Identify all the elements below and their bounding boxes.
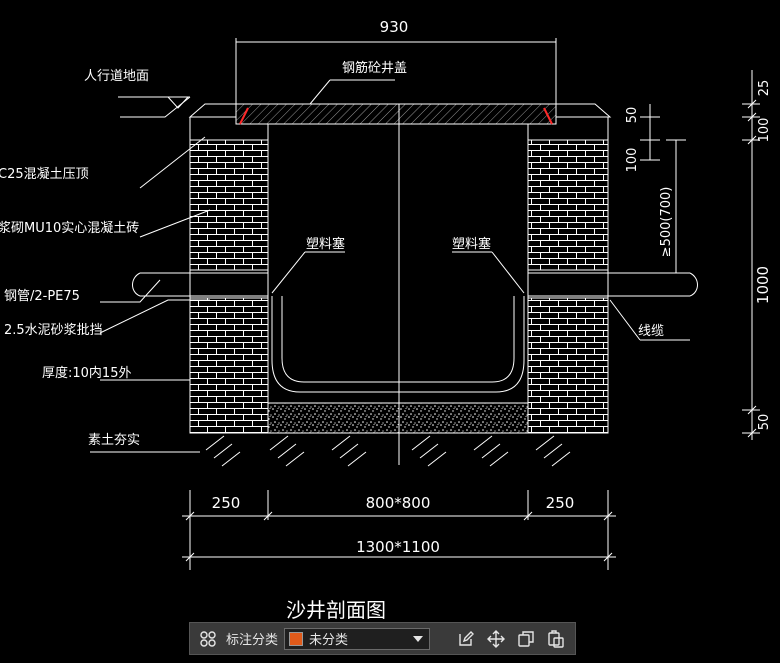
dim-top (235, 38, 557, 104)
left-pipe-end (132, 272, 141, 297)
right-wall-upper (527, 139, 609, 271)
drawing-title: 沙井剖面图 (286, 598, 386, 622)
dim-right (742, 70, 760, 440)
right-pipe (528, 272, 690, 297)
left-wall-lower (189, 297, 269, 434)
dim-inner-size: 800*800 (366, 494, 431, 512)
left-wall-upper (189, 139, 269, 271)
pipe-label: 钢管/2-PE75 (4, 289, 80, 304)
mortar-label: 2.5水泥砂浆批挡 (4, 323, 103, 338)
category-swatch (289, 631, 304, 646)
plastic-plug-left-label: 塑料塞 (306, 236, 345, 252)
compacted-label: 素土夯实 (88, 433, 140, 448)
dim-r-100: 100 (757, 118, 772, 143)
cover-label: 钢筋砼井盖 (342, 60, 407, 76)
dim-in-100: 100 (625, 148, 640, 173)
dim-r-50: 50 (757, 414, 772, 431)
dim-in-50: 50 (625, 107, 640, 124)
category-label: 标注分类 (226, 632, 279, 647)
paste-icon[interactable] (544, 627, 568, 651)
gravel-base (267, 402, 529, 434)
edit-icon[interactable] (454, 627, 478, 651)
wall-edges (189, 117, 609, 433)
grid-icon[interactable] (196, 627, 220, 651)
dim-depth: ≥500(700) (659, 187, 674, 258)
category-value: 未分类 (309, 632, 349, 647)
dim-right-wall: 250 (546, 494, 575, 512)
dim-left-wall: 250 (212, 494, 241, 512)
soil-marks (205, 435, 571, 467)
dim-inner (640, 104, 660, 161)
cover-slab (235, 103, 557, 125)
category-select[interactable]: 未分类 (284, 627, 431, 650)
sidewalk-label: 人行道地面 (84, 69, 149, 84)
dim-r-1000: 1000 (754, 266, 772, 304)
dim-depth (666, 139, 686, 274)
inner-pipe-outer (271, 296, 525, 393)
dim-total: 1300*1100 (356, 538, 440, 556)
brick-label: 浆砌MU10实心混凝土砖 (0, 220, 139, 236)
plastic-plug-right-label: 塑料塞 (452, 236, 491, 252)
copy-icon[interactable] (514, 627, 538, 651)
dim-r-25: 25 (757, 80, 772, 97)
right-wall-lower (527, 297, 609, 434)
cable-label: 线缆 (638, 323, 664, 339)
thickness-label: 厚度:10内15外 (42, 365, 131, 381)
dim-bottom-ext (189, 490, 609, 570)
annotation-toolbar: 标注分类 未分类 (189, 622, 576, 655)
dim-top-width: 930 (380, 18, 409, 36)
dim-bottom-lines (182, 515, 616, 558)
chevron-down-icon (413, 635, 424, 642)
c25-label: C25混凝土压顶 (0, 166, 89, 182)
cover-accent (239, 107, 553, 125)
right-pipe-end (689, 272, 698, 297)
move-icon[interactable] (484, 627, 508, 651)
inner-pipe-inner (281, 296, 515, 383)
left-pipe (140, 272, 268, 297)
